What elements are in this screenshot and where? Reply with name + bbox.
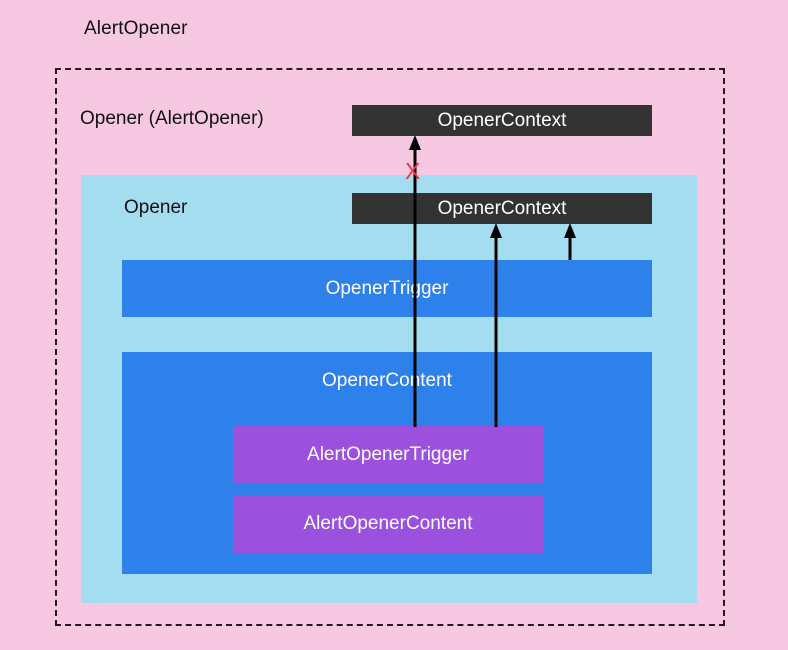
alert-opener-boundary — [55, 68, 725, 626]
page-title: AlertOpener — [84, 18, 188, 39]
label-opener: Opener — [124, 197, 188, 218]
label-opener-alert-opener: Opener (AlertOpener) — [80, 108, 264, 129]
opener-trigger-box: OpenerTrigger — [122, 260, 652, 317]
blocked-marker-icon: X — [405, 158, 421, 184]
alert-opener-content-box: AlertOpenerContent — [233, 495, 543, 553]
opener-content-label: OpenerContent — [322, 370, 452, 391]
opener-context-outer: OpenerContext — [352, 105, 652, 136]
alert-opener-trigger-box: AlertOpenerTrigger — [233, 426, 543, 483]
opener-content-box: OpenerContent AlertOpenerTrigger AlertOp… — [122, 352, 652, 574]
opener-context-inner: OpenerContext — [352, 193, 652, 224]
